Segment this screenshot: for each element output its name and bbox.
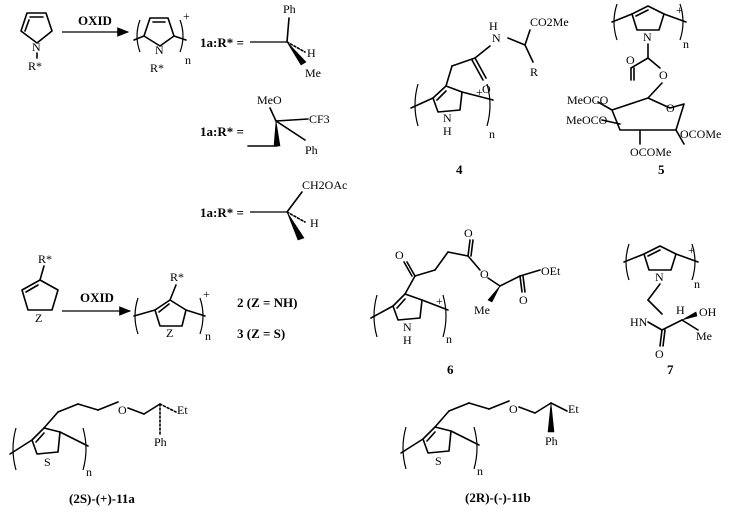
compound4-n-sub: n (489, 127, 495, 141)
compound6-ester-o: O (480, 267, 489, 281)
scheme1-monomer: N R* (20, 12, 53, 73)
scheme1-monomer-n: N (32, 40, 41, 54)
compound6-ester-o-top: O (464, 226, 473, 240)
scheme1-polymer-n: N (155, 43, 164, 57)
substituent-1a-ph: Ph (283, 2, 296, 16)
scheme2-polymer: R* Z + n (133, 270, 211, 343)
label-compound-6: 6 (447, 362, 454, 377)
label-compound-2: 2 (Z = NH) (237, 295, 298, 310)
scheme1-polymer: N R* + n (133, 9, 191, 75)
compound6-me: Me (474, 303, 490, 317)
compound11b-o: O (509, 402, 518, 416)
substituent-1b-cf3: CF3 (309, 112, 330, 126)
label-compound-5: 5 (658, 162, 665, 177)
compound4-ring-h: H (443, 124, 452, 138)
compound-11a: S n O Et Ph (9, 401, 188, 479)
scheme2-monomer-r: R* (38, 252, 52, 266)
compound4-amide-n: N (492, 31, 501, 45)
compound7-oh: OH (699, 305, 717, 319)
compound4-carbonyl-o: O (482, 82, 491, 96)
compound4-r: R (530, 65, 538, 79)
compound5-link-o: O (659, 68, 668, 82)
substituent-1b-ph: Ph (305, 143, 318, 157)
compound11b-ph: Ph (545, 434, 558, 448)
compound7-carbonyl-o: O (655, 347, 664, 361)
scheme2-polymer-z: Z (166, 326, 173, 340)
compound-5: N + n O O O MeOCO MeOCO OCOMe OCOMe (566, 3, 721, 159)
compound7-amide-hn: HN (630, 315, 648, 329)
compound5-ocome-bottom: OCOMe (630, 145, 671, 159)
compound6-ring-n: N (403, 320, 412, 334)
compound11a-et: Et (177, 403, 188, 417)
compound7-ring-n: N (655, 270, 664, 284)
scheme1-polymer-plus: + (183, 9, 190, 23)
compound-7: N + n HN O H OH Me (623, 243, 717, 361)
scheme2-polymer-n-sub: n (205, 329, 211, 343)
substituent-1a-mosher: 1a:R* = MeO CF3 Ph (200, 93, 330, 157)
compound6-oet: OEt (541, 264, 561, 278)
compound6-n-sub: n (446, 332, 452, 346)
label-compound-4: 4 (456, 162, 463, 177)
compound11a-n-sub: n (86, 465, 92, 479)
compound5-ester-o: O (626, 53, 635, 67)
compound5-n-sub: n (683, 37, 689, 51)
substituent-1a-me: Me (305, 66, 321, 80)
compound11a-o: O (118, 403, 127, 417)
compound-6: N H + n O O O O OEt Me (370, 226, 561, 347)
scheme1-polymer-r: R* (150, 61, 164, 75)
scheme1-oxid-label: OXID (78, 13, 112, 28)
compound11a-s: S (44, 455, 51, 469)
substituent-1b-meo: MeO (257, 93, 282, 107)
compound11b-s: S (435, 454, 442, 468)
substituent-1c-h: H (310, 216, 319, 230)
compound7-plus: + (688, 243, 695, 257)
label-compound-11a: (2S)-(+)-11a (69, 491, 135, 506)
compound5-meoco-lower: MeOCO (566, 113, 608, 127)
scheme2-monomer: R* Z (21, 252, 59, 325)
scheme1-monomer-r: R* (28, 59, 42, 73)
compound6-ketone-o: O (395, 248, 404, 262)
compound4-amide-h: H (489, 19, 498, 33)
compound7-n-sub: n (694, 277, 700, 291)
compound-11b: S n O Et Ph (400, 400, 579, 478)
label-1a-second: 1a:R* = (200, 124, 244, 139)
compound11b-n-sub: n (477, 464, 483, 478)
compound6-acid-o: O (519, 293, 528, 307)
compound6-ring-h: H (403, 333, 412, 347)
label-1a-first: 1a:R* = (200, 35, 244, 50)
scheme2-oxid-label: OXID (80, 290, 114, 305)
compound6-plus: + (436, 294, 443, 308)
substituent-1a-acetoxy: 1a:R* = CH2OAc H (200, 178, 347, 241)
scheme2-arrow: OXID (62, 290, 132, 316)
compound5-meoco-upper: MeOCO (567, 93, 609, 107)
scheme2-monomer-z: Z (35, 311, 42, 325)
compound5-ring-o: O (666, 101, 675, 115)
compound5-ocome-right: OCOMe (680, 127, 721, 141)
compound7-h: H (676, 303, 685, 317)
substituent-1a-h: H (307, 46, 316, 60)
scheme2-polymer-plus: + (203, 287, 210, 301)
label-compound-11b: (2R)-(-)-11b (465, 490, 531, 505)
compound5-plus: + (676, 3, 683, 17)
label-compound-7: 7 (667, 362, 674, 377)
compound4-co2me: CO2Me (530, 15, 569, 29)
compound11a-ph: Ph (154, 435, 167, 449)
compound4-plus: + (476, 85, 483, 99)
compound7-me: Me (696, 329, 712, 343)
compound5-n: N (643, 30, 652, 44)
label-compound-3: 3 (Z = S) (237, 326, 285, 341)
substituent-1c-ch2oac: CH2OAc (302, 178, 347, 192)
scheme2-polymer-r: R* (170, 270, 184, 284)
label-1a-third: 1a:R* = (200, 205, 244, 220)
compound4-ring-n: N (443, 111, 452, 125)
compound11b-et: Et (568, 402, 579, 416)
scheme1-arrow: OXID (62, 13, 130, 37)
scheme1-polymer-n-sub: n (185, 53, 191, 67)
substituent-1a-phenylethyl: 1a:R* = Ph H Me (200, 2, 321, 80)
compound-4: O N H CO2Me R N H + n (410, 15, 569, 141)
